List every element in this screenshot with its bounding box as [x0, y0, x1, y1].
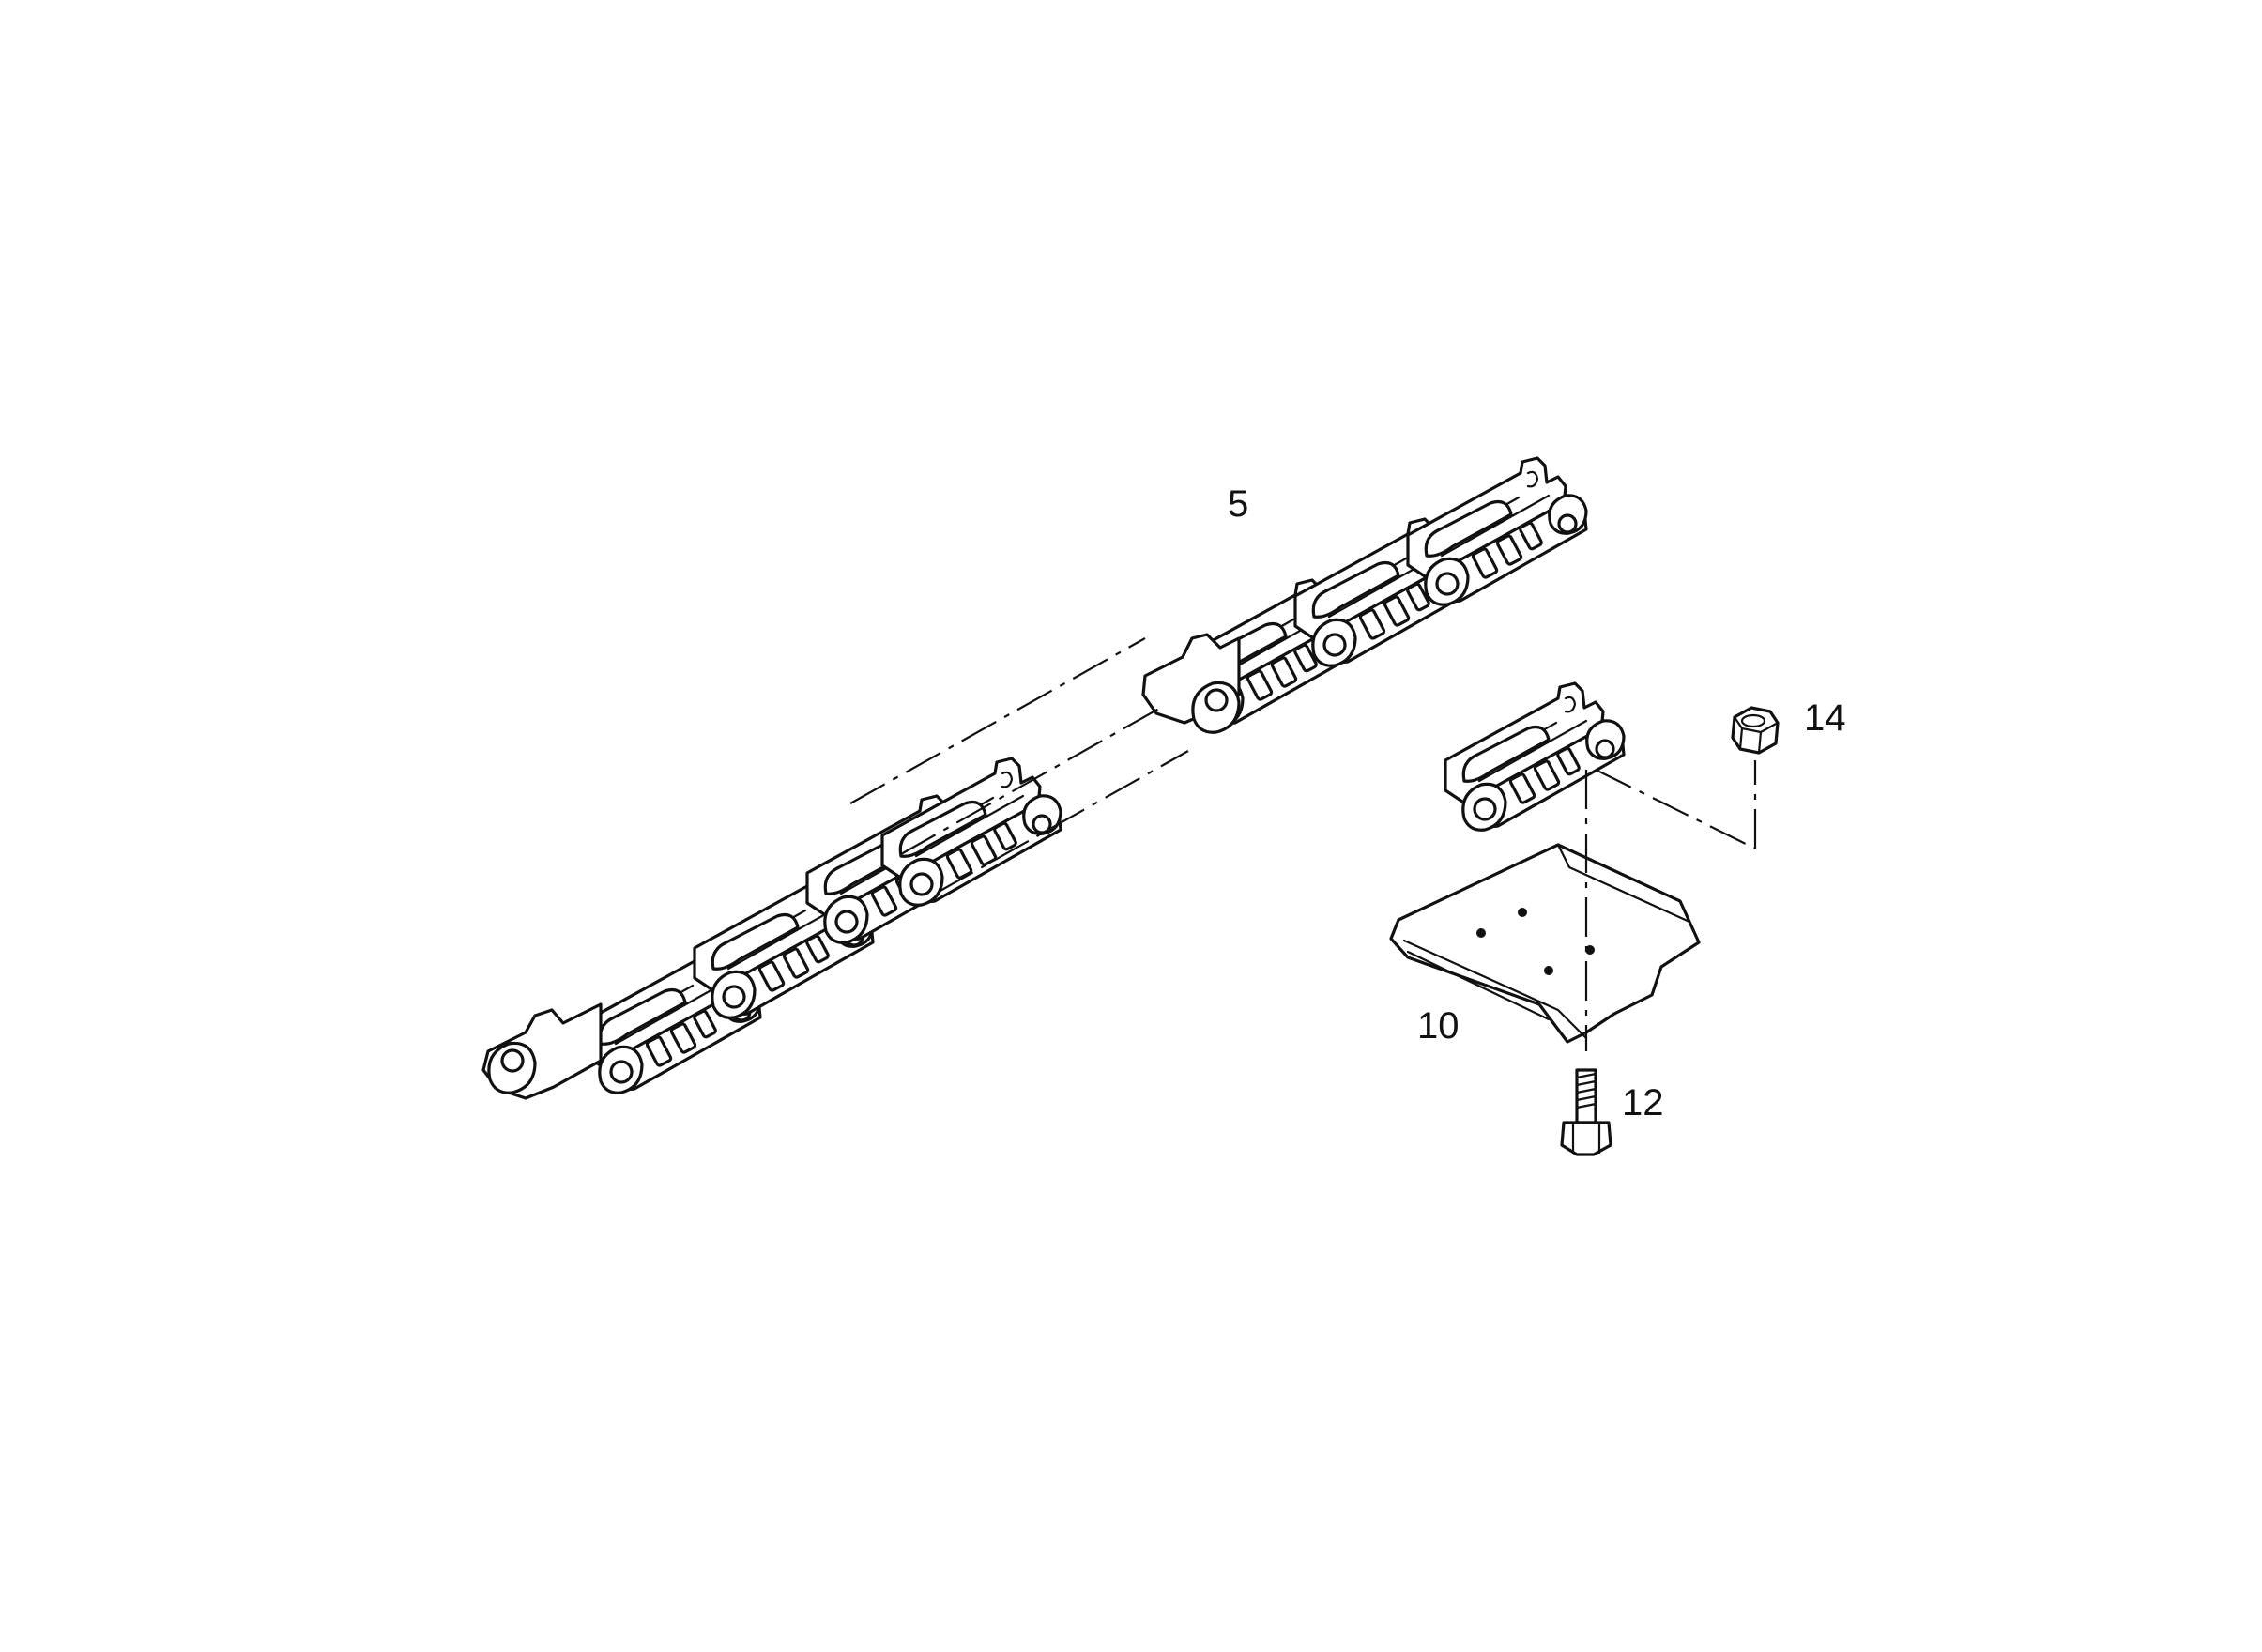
track-shoe [1389, 843, 1701, 1044]
track-chain-left-segment [481, 757, 1062, 1100]
track-chain-right-segment [1141, 456, 1588, 734]
callout-shoe-bolt: 12 [1622, 1082, 1664, 1124]
callout-track-shoe: 10 [1417, 1005, 1460, 1047]
callout-track-chain: 5 [1228, 483, 1248, 525]
shoe-bolt [1560, 1068, 1612, 1156]
chain-continuation-lines [849, 637, 1189, 893]
shoe-nut [1731, 706, 1780, 755]
single-chain-link [1444, 681, 1626, 832]
callout-shoe-nut: 14 [1804, 697, 1846, 739]
assembly-alignment-lines [1584, 760, 1757, 1051]
